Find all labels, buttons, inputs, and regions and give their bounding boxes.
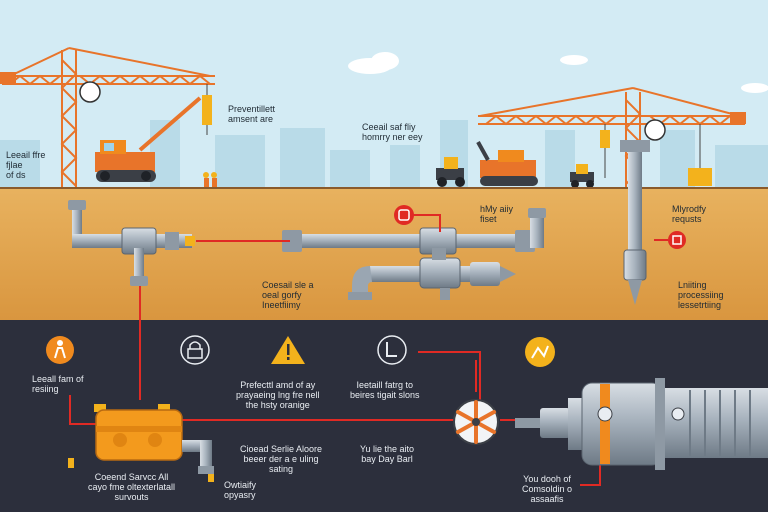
label-excavator-center: Ceeail saf fliy homrry ner eey	[362, 122, 423, 142]
crane-counterweight-left	[0, 72, 16, 84]
label-sensor-center: hMy aiiy fiset	[480, 204, 514, 224]
padlock-icon	[180, 335, 210, 365]
label-drill-right: Lniiting processiing lessetrtiing	[678, 280, 724, 310]
label-underground-valve: Coesail sle a oeal gorfy Ineetfiimy	[262, 280, 314, 310]
label-worker-left: Leeall fam of resiing	[32, 374, 84, 394]
crane-counterweight-right	[730, 112, 746, 124]
label-warning-center: Prefecttl amd of ay prayaeing lng fre ne…	[236, 380, 320, 410]
worker-icon	[46, 336, 74, 364]
tower-crane-left	[2, 47, 215, 188]
location-icon	[525, 337, 555, 367]
power-icon-glyph	[398, 209, 410, 221]
vertical-drill	[620, 140, 650, 305]
label-crane-left: Leeail ffre fjlae of ds	[6, 150, 46, 180]
lower-pipeline	[348, 248, 516, 300]
pump-impeller	[453, 399, 499, 445]
tractor-right	[570, 164, 594, 188]
storage-tank	[68, 404, 214, 482]
excavator-center	[476, 141, 538, 186]
crane-pulley-left	[79, 81, 101, 103]
crane-pulley-right	[644, 119, 666, 141]
warning-icon	[271, 336, 305, 364]
label-pump-center: Cioead Serlie Aloore beeer der a e uling…	[240, 444, 323, 474]
crane-hook-left	[202, 95, 212, 125]
crane-hook-right	[600, 130, 610, 148]
main-pipeline	[68, 200, 546, 286]
label-tank-bottom: Coeend Sarvcc All cayo fme oltexterlatal…	[88, 472, 176, 502]
power-icon	[394, 205, 414, 225]
tractor-center	[436, 157, 465, 187]
map-pin-icon-glyph	[672, 235, 682, 245]
clouds	[348, 52, 768, 93]
crane-load-right	[688, 168, 712, 186]
label-sensor-right: Mlyrodfy requsts	[672, 204, 707, 224]
label-flow-bottom: Yu lie the aito bay Day Barl	[360, 444, 415, 464]
map-pin-icon	[668, 231, 686, 249]
motor-unit	[515, 378, 768, 470]
inspection-icon	[377, 335, 407, 365]
label-motor-bottom: You dooh of Comsoldin o assaafis	[522, 474, 573, 504]
workers-left	[203, 172, 217, 188]
label-inspection: Ieetaill fatrg to beires tigait slons	[350, 380, 420, 400]
ground-layer	[0, 188, 768, 320]
excavator-left	[95, 96, 202, 182]
label-crane-center: Preventillett amsent are	[228, 104, 276, 124]
label-valve-bottom: Owtiaify opyasry	[224, 480, 257, 500]
